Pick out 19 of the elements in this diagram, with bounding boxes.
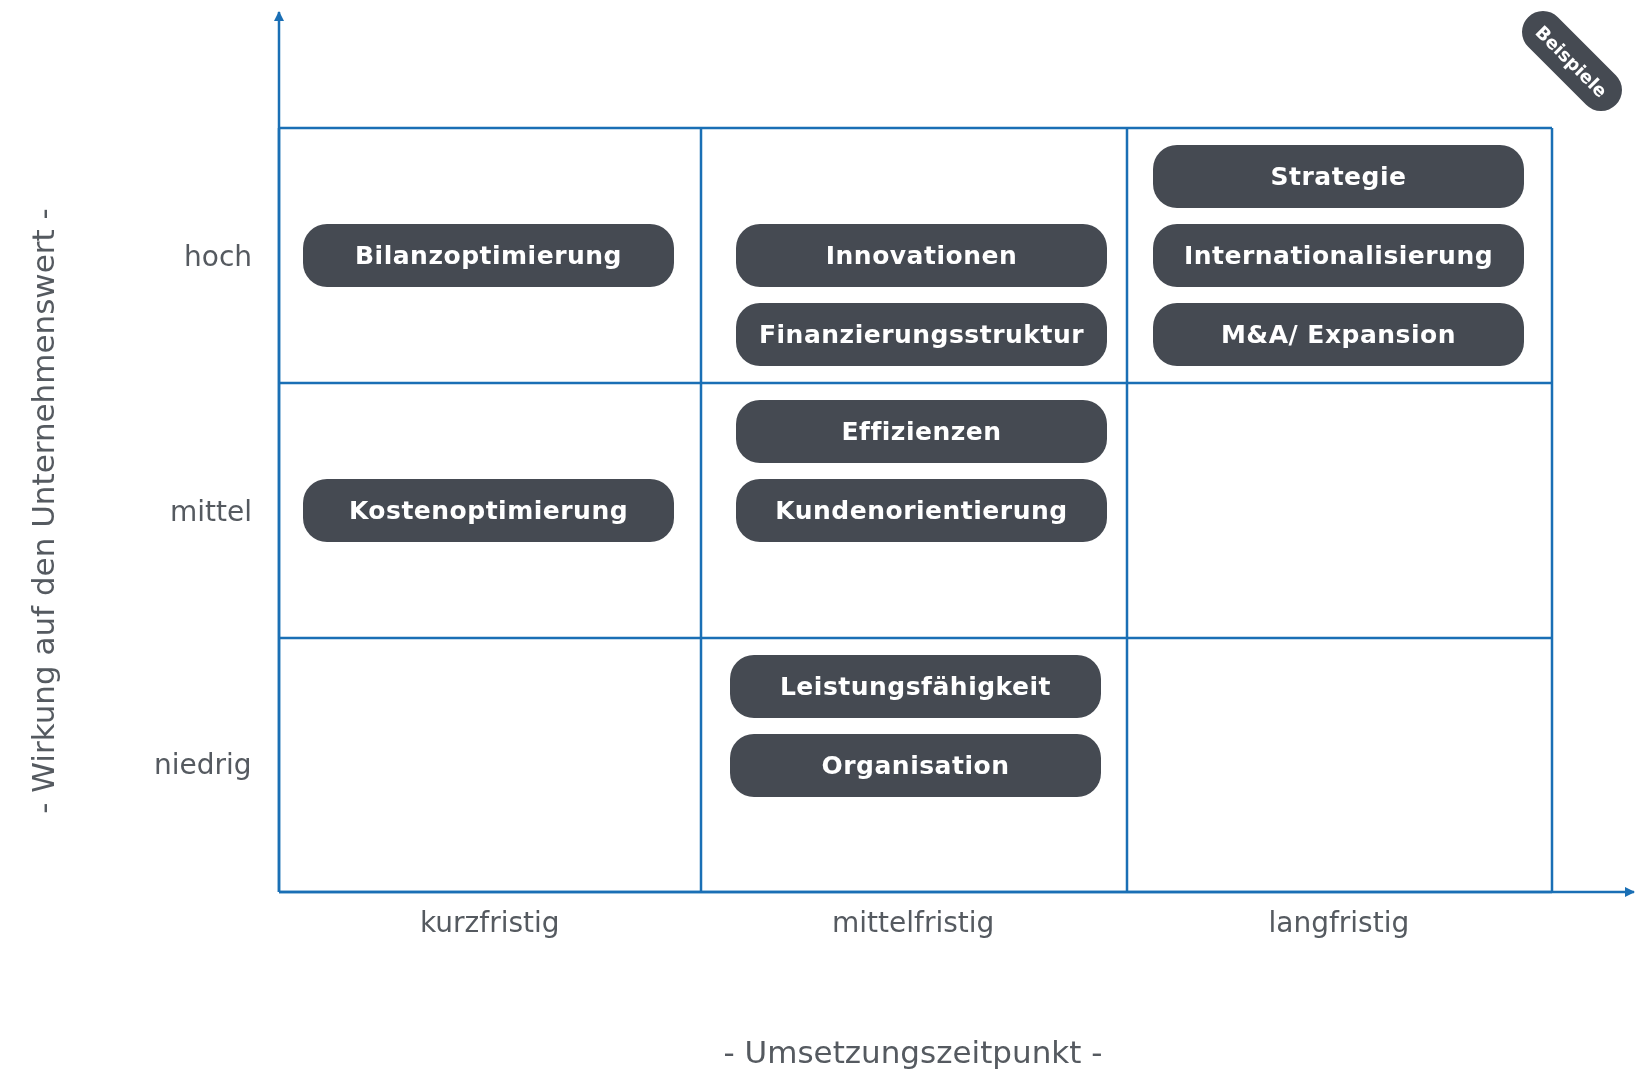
example-pill: Internationalisierung (1153, 224, 1524, 287)
example-pill: Strategie (1153, 145, 1524, 208)
example-pill: Organisation (730, 734, 1101, 797)
row-label: niedrig (154, 747, 252, 781)
column-label: kurzfristig (420, 905, 560, 939)
example-pill: M&A/ Expansion (1153, 303, 1524, 366)
example-pill: Effizienzen (736, 400, 1107, 463)
example-pill: Innovationen (736, 224, 1107, 287)
example-pill: Leistungsfähigkeit (730, 655, 1101, 718)
example-pill: Finanzierungsstruktur (736, 303, 1107, 366)
example-pill: Kundenorientierung (736, 479, 1107, 542)
row-label: hoch (184, 239, 253, 273)
example-pill: Kostenoptimierung (303, 479, 674, 542)
column-label: mittelfristig (832, 905, 995, 939)
column-label: langfristig (1268, 905, 1410, 939)
axis-title: - Umsetzungszeitpunkt - (723, 1034, 1103, 1070)
axis-title: - Wirkung auf den Unternehmenswert - (24, 208, 61, 814)
row-label: mittel (170, 494, 253, 528)
example-pill: Bilanzoptimierung (303, 224, 674, 287)
